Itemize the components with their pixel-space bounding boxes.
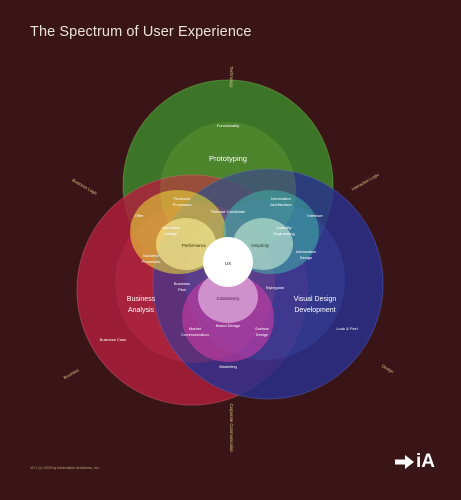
design-axis-label: Design [381,363,395,374]
visual-design-heading-line2: Development [294,307,335,314]
surface-design-label-2: Design [256,332,268,337]
consistency-zone [198,271,258,323]
simplicity-label: Simplicity [251,243,270,248]
business-plan-label-1: Business [174,281,190,286]
prototyping-heading: Prototyping [209,154,247,163]
interactive-design-label-2: Design [165,231,177,236]
financed-processes-label-2: Processes [173,202,192,207]
technology-axis-label: Technology [229,66,234,88]
page-title: The Spectrum of User Experience [30,24,252,40]
visual-design-heading-line1: Visual Design [294,296,337,303]
brand-design-label: Brand Design [216,323,240,328]
marketing-label: Marketing [219,364,237,369]
functionality-label: Functionality [217,123,239,128]
information-design-label-2: Design [300,255,312,260]
look-feel-label: Look & Feel [336,326,357,331]
styleguide-label: Styleguide [266,285,285,290]
financed-processes-label-1: Financed [174,196,190,201]
information-architecture-label-2: Architecture [270,202,292,207]
business-analysis-heading-line2: Analysis [128,307,155,314]
ia-logo: iA [395,452,435,471]
usability-engineering-label-2: Engineering [273,231,294,236]
consistency-label: Consistency [217,296,241,301]
business-axis-label: Business [63,367,80,380]
backend-processes-label-2: Processes [142,259,161,264]
backend-processes-label-1: Backend [143,253,159,258]
information-architecture-label-1: Information [271,196,291,201]
ux-center [203,237,253,287]
performance-label: Performance [182,243,207,248]
surface-design-label-1: Surface [255,326,270,331]
arrow-right-icon [395,454,414,469]
usability-engineering-label-1: Usability [276,225,291,230]
offer-label: Offer [135,213,144,218]
business-case-label: Business Case [100,337,127,342]
interface-label: Interface [307,213,323,218]
market-communication-label-1: Market [189,326,202,331]
copyright-footer: V0.1 (c) 2009 by Information Architects,… [30,466,100,470]
business-plan-label-2: Plan [178,287,186,292]
logo-text: iA [416,451,435,472]
business-analysis-heading-line1: Business [127,296,156,303]
business-logic-axis-label: Business Logic [71,177,98,195]
ux-label: UX [225,261,231,266]
release-candidate-label: Release Candidate [211,209,246,214]
interactive-design-label-1: Interactive [162,225,181,230]
corporate-communication-axis-label: Corporate Communication [229,404,234,454]
interaction-logic-axis-label: Interaction Logic [351,172,380,192]
performance-zone [156,218,216,270]
information-design-label-1: Information [296,249,316,254]
market-communication-label-2: Communication [181,332,209,337]
